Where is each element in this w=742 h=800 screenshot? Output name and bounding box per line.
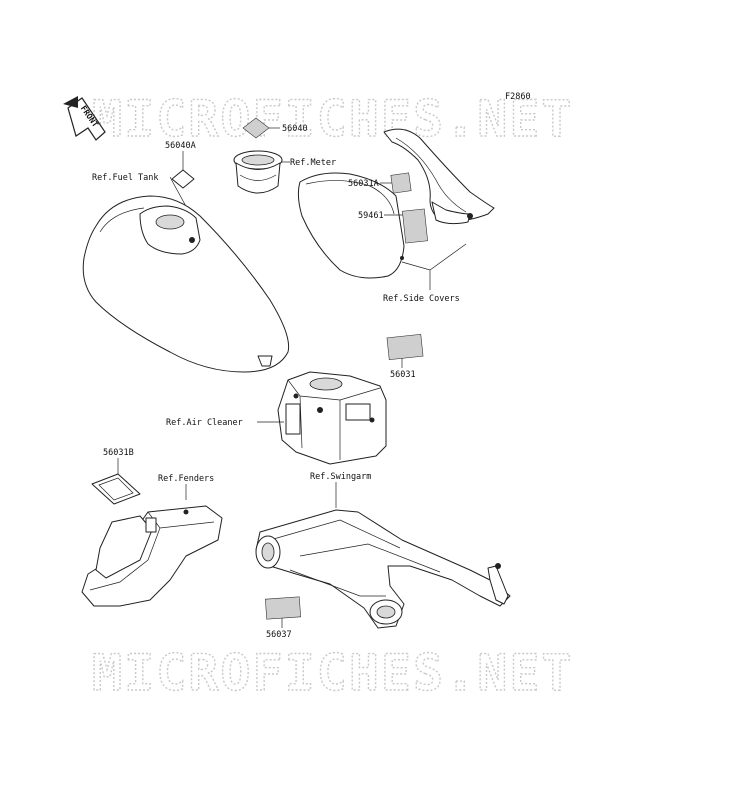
label-ref-air-cleaner: Ref.Air Cleaner [166, 418, 243, 428]
decal-56040A [171, 169, 195, 189]
label-59461: 59461 [358, 211, 384, 221]
label-56040A: 56040A [165, 141, 196, 151]
label-ref-side-covers: Ref.Side Covers [383, 294, 460, 304]
label-56037: 56037 [266, 630, 292, 640]
meter-part [233, 150, 290, 194]
label-ref-fuel-tank: Ref.Fuel Tank [92, 173, 159, 183]
label-56031B: 56031B [103, 448, 134, 458]
decal-56031A [390, 172, 412, 194]
watermark-bottom: MICROFICHES.NET [92, 644, 574, 702]
decal-56031 [386, 333, 424, 361]
label-ref-meter: Ref.Meter [290, 158, 336, 168]
figure-code: F2860 [505, 92, 531, 102]
label-ref-fenders: Ref.Fenders [158, 474, 214, 484]
label-56031A: 56031A [348, 179, 379, 189]
decal-59461 [402, 208, 428, 244]
swingarm-part [255, 509, 511, 629]
label-56040: 56040 [282, 124, 308, 134]
decal-56031B [91, 473, 141, 505]
decal-56037 [265, 596, 301, 620]
air-cleaner-part [277, 371, 387, 465]
decal-56040 [242, 117, 280, 139]
side-covers-part [297, 128, 495, 279]
fender-part [81, 505, 223, 607]
label-ref-swingarm: Ref.Swingarm [310, 472, 371, 482]
label-56031: 56031 [390, 370, 416, 380]
watermark-top: MICROFICHES.NET [92, 90, 574, 148]
fuel-tank-part [82, 195, 290, 373]
